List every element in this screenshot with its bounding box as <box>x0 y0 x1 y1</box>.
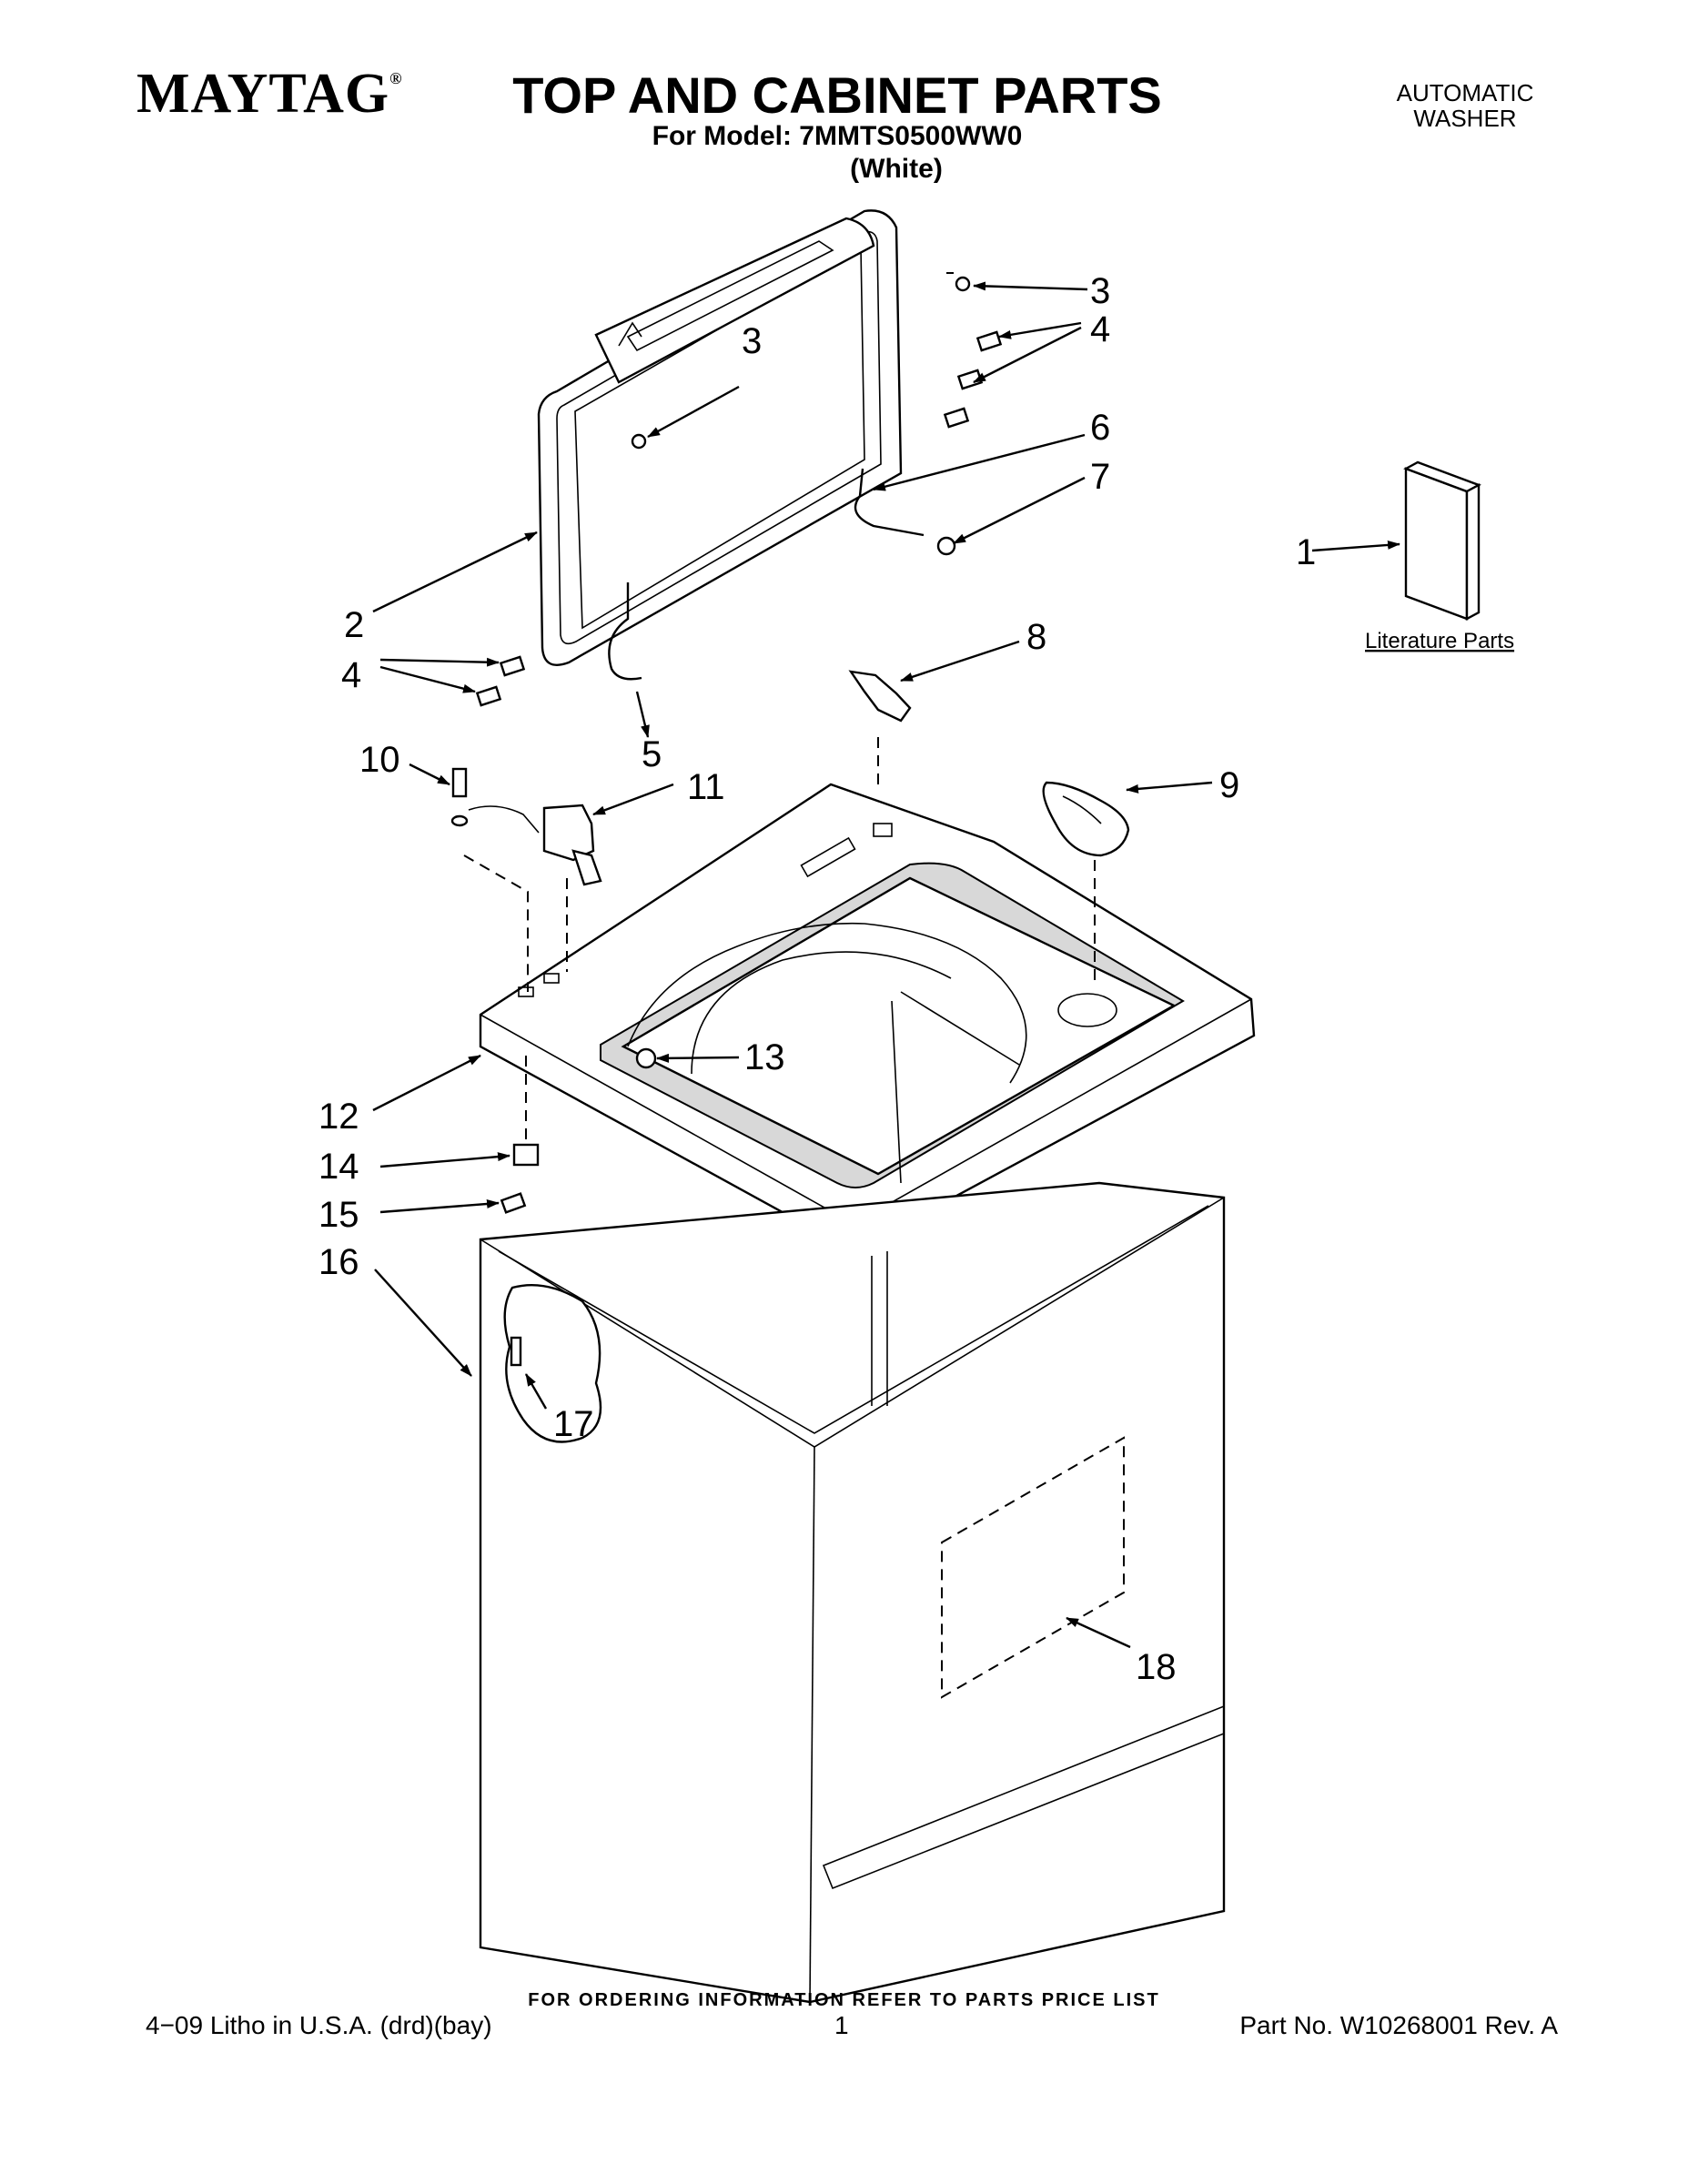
callout-3-lid: 3 <box>742 321 762 361</box>
callout-7: 7 <box>1090 457 1110 497</box>
callout-10: 10 <box>359 740 400 780</box>
callout-leaders <box>372 281 1400 1649</box>
category-line-2: WASHER <box>1413 105 1517 132</box>
bleach-dispenser <box>1042 781 1130 857</box>
callout-15: 15 <box>318 1195 359 1235</box>
brand-logo: MAYTAG® <box>136 62 403 126</box>
lid-switch <box>450 767 602 886</box>
callout-16: 16 <box>318 1242 359 1282</box>
callout-17: 17 <box>553 1404 594 1444</box>
page-number: 1 <box>834 2011 849 2039</box>
page-title: TOP AND CABINET PARTS <box>512 66 1162 124</box>
lid-screws <box>475 330 1003 707</box>
left-hinge-rod <box>608 582 642 681</box>
litho-line: 4−09 Litho in U.S.A. (drd)(bay) <box>146 2011 492 2039</box>
clip <box>500 1192 527 1214</box>
category-line-1: AUTOMATIC <box>1396 79 1534 106</box>
ordering-info: FOR ORDERING INFORMATION REFER TO PARTS … <box>528 1990 1160 2010</box>
callout-11: 11 <box>687 767 725 807</box>
model-subtitle: For Model: 7MMTS0500WW0 (White) <box>510 120 1165 186</box>
callout-4-left: 4 <box>341 655 361 695</box>
brand-name: MAYTAG <box>136 63 390 125</box>
callout-18: 18 <box>1136 1647 1177 1687</box>
registered-mark: ® <box>389 69 403 87</box>
literature-parts-label: Literature Parts <box>1365 629 1514 653</box>
callout-12: 12 <box>318 1097 359 1137</box>
lid-assembly <box>537 209 971 666</box>
callout-4-right: 4 <box>1090 309 1110 349</box>
callout-9: 9 <box>1219 765 1239 805</box>
part-number: Part No. W10268001 Rev. A <box>1239 2011 1558 2039</box>
callout-1: 1 <box>1296 532 1316 572</box>
callout-labels: 1 2 3 3 4 4 5 6 7 8 9 10 11 12 13 14 15 … <box>318 271 1514 1687</box>
callout-8: 8 <box>1026 617 1046 657</box>
callout-14: 14 <box>318 1147 359 1187</box>
callout-5: 5 <box>642 734 662 774</box>
callout-3-right: 3 <box>1090 271 1110 311</box>
callout-13: 13 <box>744 1037 785 1077</box>
callout-6: 6 <box>1090 408 1110 448</box>
literature-parts <box>1403 460 1481 622</box>
washer-cabinet <box>479 1181 1226 2004</box>
washer-top <box>479 783 1256 1253</box>
lid-switch-clip <box>848 670 912 723</box>
model-line: For Model: 7MMTS0500WW0 <box>652 121 1023 151</box>
callout-2: 2 <box>344 605 364 645</box>
nut <box>512 1143 540 1167</box>
appliance-category: AUTOMATIC WASHER <box>1365 80 1565 131</box>
right-hinge-rod <box>854 468 925 537</box>
color-line: (White) <box>850 154 943 184</box>
